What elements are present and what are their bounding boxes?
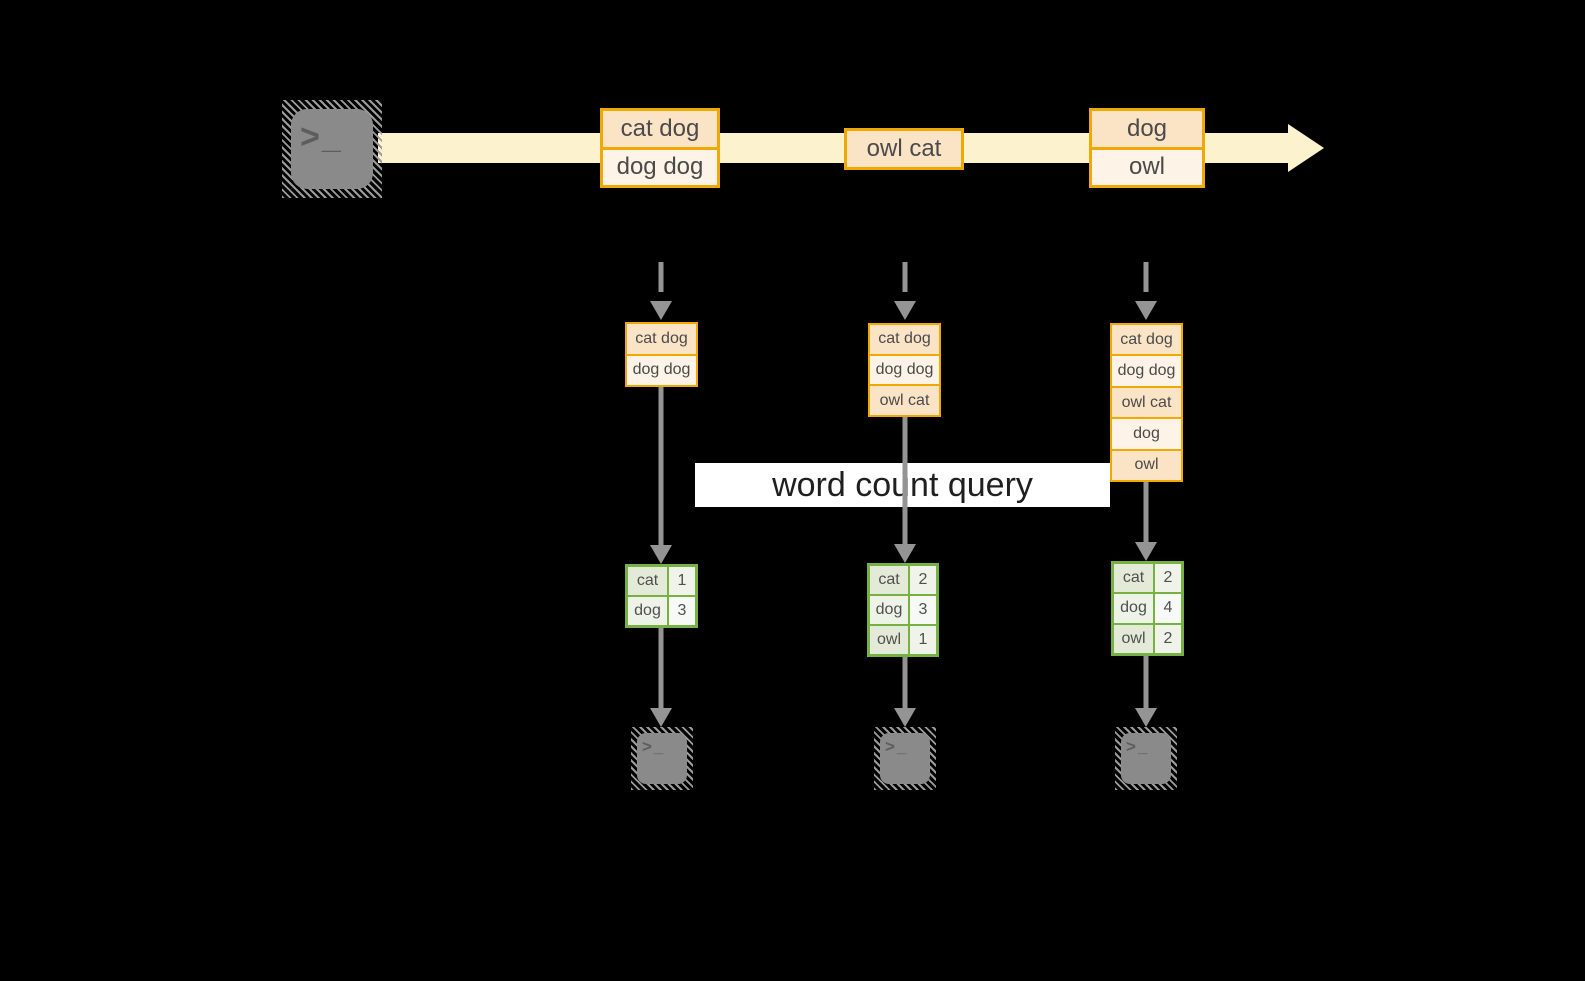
- terminal-screen: [880, 733, 930, 784]
- stack-row: dog: [1112, 417, 1181, 449]
- wordcount-table-2: cat 2 dog 3 owl 1: [867, 563, 939, 657]
- arrow-down-icon: [650, 708, 672, 727]
- count-cell: 2: [1155, 564, 1181, 593]
- message-line: owl cat: [847, 131, 961, 167]
- message-stack-1: cat dog dog dog: [625, 322, 698, 387]
- arrow-down-icon: [1135, 542, 1157, 561]
- stack-row: dog dog: [870, 353, 939, 385]
- count-cell: 4: [1155, 594, 1181, 623]
- count-cell: 2: [1155, 624, 1181, 653]
- message-line: owl: [1092, 146, 1202, 185]
- stream-message-3: dog owl: [1089, 108, 1205, 188]
- stack-row: owl cat: [1112, 385, 1181, 418]
- terminal-prompt-icon: >_: [1126, 737, 1150, 756]
- wordcount-table-1: cat 1 dog 3: [625, 564, 698, 628]
- arrow-down-icon: [894, 544, 916, 563]
- stream-message-2: owl cat: [844, 128, 964, 170]
- dashed-arrow-line: [658, 262, 664, 292]
- count-cell: 3: [910, 596, 936, 624]
- terminal-prompt-icon: >_: [885, 737, 909, 756]
- producer-terminal-icon: >_: [282, 100, 382, 198]
- stack-row: dog dog: [627, 353, 696, 385]
- connector-line: [1143, 482, 1149, 542]
- arrow-down-icon: [650, 301, 672, 320]
- word-cell: cat: [870, 566, 908, 594]
- consumer-terminal-icon-3: >_: [1115, 727, 1177, 790]
- consumer-terminal-icon-2: >_: [874, 727, 936, 790]
- word-cell: owl: [870, 626, 908, 654]
- dashed-arrow-line: [1143, 262, 1149, 292]
- count-cell: 1: [669, 567, 695, 595]
- connector-line: [658, 387, 664, 545]
- terminal-screen: [291, 109, 373, 189]
- stack-row: owl: [1112, 448, 1181, 481]
- consumer-terminal-icon-1: >_: [631, 727, 693, 790]
- message-stack-3: cat dog dog dog owl cat dog owl: [1110, 323, 1183, 482]
- message-line: dog dog: [603, 146, 717, 185]
- stream-arrow-head-icon: [1288, 124, 1324, 172]
- count-cell: 1: [910, 626, 936, 654]
- dashed-arrow-line: [902, 262, 908, 292]
- word-cell: dog: [1114, 594, 1153, 623]
- count-cell: 3: [669, 597, 695, 625]
- connector-line: [1143, 656, 1149, 708]
- arrow-down-icon: [1135, 708, 1157, 727]
- terminal-prompt-icon: >_: [642, 737, 666, 756]
- terminal-screen: [1121, 733, 1171, 784]
- terminal-screen: [637, 733, 687, 784]
- connector-line: [902, 417, 908, 544]
- stack-row: owl cat: [870, 384, 939, 416]
- arrow-down-icon: [650, 545, 672, 564]
- terminal-prompt-icon: >_: [300, 118, 343, 156]
- connector-line: [902, 657, 908, 708]
- message-line: cat dog: [603, 111, 717, 147]
- stack-row: cat dog: [870, 325, 939, 354]
- count-cell: 2: [910, 566, 936, 594]
- arrow-down-icon: [1135, 301, 1157, 320]
- word-cell: dog: [870, 596, 908, 624]
- message-stack-2: cat dog dog dog owl cat: [868, 323, 941, 417]
- stack-row: dog dog: [1112, 354, 1181, 386]
- connector-line: [658, 628, 664, 708]
- word-cell: cat: [628, 567, 667, 595]
- wordcount-table-3: cat 2 dog 4 owl 2: [1111, 561, 1184, 656]
- message-line: dog: [1092, 111, 1202, 147]
- stream-message-1: cat dog dog dog: [600, 108, 720, 188]
- arrow-down-icon: [894, 301, 916, 320]
- word-cell: cat: [1114, 564, 1153, 593]
- stack-row: cat dog: [627, 324, 696, 354]
- arrow-down-icon: [894, 708, 916, 727]
- word-cell: owl: [1114, 624, 1153, 653]
- stack-row: cat dog: [1112, 325, 1181, 355]
- word-cell: dog: [628, 597, 667, 625]
